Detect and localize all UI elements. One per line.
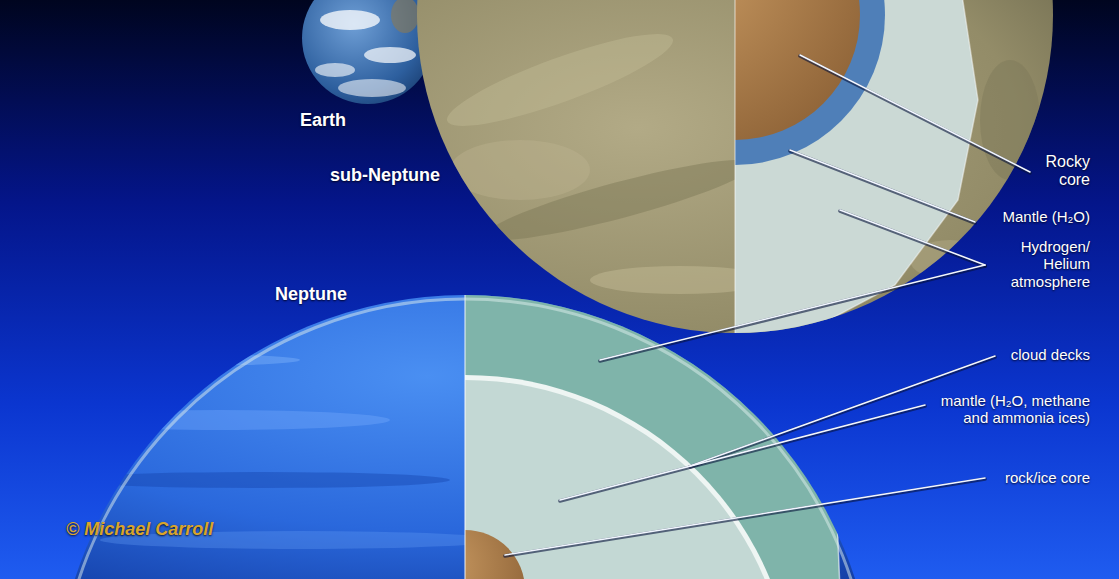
copyright-credit: © Michael Carroll bbox=[66, 519, 213, 540]
neptune-planet bbox=[40, 280, 900, 579]
planet-name: Earth bbox=[300, 110, 346, 131]
part-label: Rocky core bbox=[1028, 153, 1090, 190]
part-label: Hydrogen/ Helium atmosphere bbox=[990, 238, 1090, 290]
leader-lines bbox=[505, 55, 1030, 556]
sub-neptune-cutaway bbox=[585, 0, 1000, 350]
planet-name: sub-Neptune bbox=[330, 165, 440, 186]
part-label: Mantle (H₂O) bbox=[1002, 208, 1090, 225]
part-label: rock/ice core bbox=[1005, 469, 1090, 486]
part-label: mantle (H₂O, methane and ammonia ices) bbox=[930, 392, 1090, 427]
part-label: cloud decks bbox=[1011, 346, 1090, 363]
planet-name: Neptune bbox=[275, 284, 347, 305]
